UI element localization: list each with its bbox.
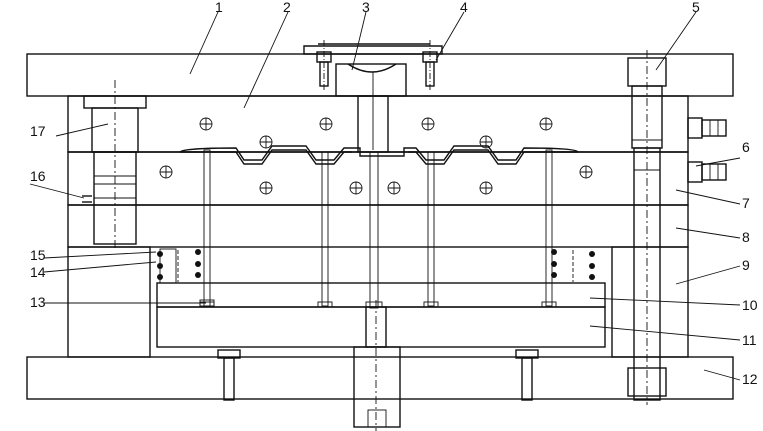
callout-6: 6 xyxy=(742,139,750,155)
ejector-plate xyxy=(156,306,606,348)
locating-ring-screw-left xyxy=(316,40,332,92)
callout-16: 16 xyxy=(30,168,46,184)
callout-15: 15 xyxy=(30,247,46,263)
callout-17: 17 xyxy=(30,123,46,139)
return-spring-left xyxy=(157,248,201,284)
callout-9: 9 xyxy=(742,257,750,273)
cooling-nozzle-upper xyxy=(687,117,727,139)
dowel-pin-left xyxy=(82,195,92,203)
callout-11: 11 xyxy=(742,332,757,348)
cooling-channels xyxy=(159,117,593,195)
cavity-plate xyxy=(67,95,689,153)
cooling-nozzle-lower xyxy=(687,161,727,183)
callout-12: 12 xyxy=(742,371,758,387)
locating-ring-screw-right xyxy=(422,40,438,92)
guide-pillar-left xyxy=(83,80,147,250)
callout-14: 14 xyxy=(30,264,46,280)
locating-ring xyxy=(303,43,443,55)
guide-pin-right xyxy=(627,50,667,405)
bottom-clamp-plate xyxy=(26,356,734,400)
callout-3: 3 xyxy=(362,0,370,15)
callout-7: 7 xyxy=(742,195,750,211)
callout-8: 8 xyxy=(742,229,750,245)
callout-labels: 1 2 3 4 5 6 7 8 9 10 11 12 13 14 15 16 1… xyxy=(30,0,758,387)
sprue-bushing xyxy=(335,63,407,153)
leader-lines xyxy=(29,11,741,381)
bottom-screw-left xyxy=(217,349,241,401)
top-clamp-plate xyxy=(26,53,734,97)
knockout-rod xyxy=(353,300,401,431)
callout-13: 13 xyxy=(30,294,46,310)
sprue-puller-pin xyxy=(365,151,383,309)
callout-1: 1 xyxy=(215,0,223,15)
callout-4: 4 xyxy=(460,0,468,15)
bottom-screw-right xyxy=(515,349,539,401)
callout-5: 5 xyxy=(692,0,700,15)
ejector-retainer-plate xyxy=(156,282,606,308)
callout-2: 2 xyxy=(283,0,291,15)
callout-10: 10 xyxy=(742,297,758,313)
return-spring-right xyxy=(551,249,595,282)
